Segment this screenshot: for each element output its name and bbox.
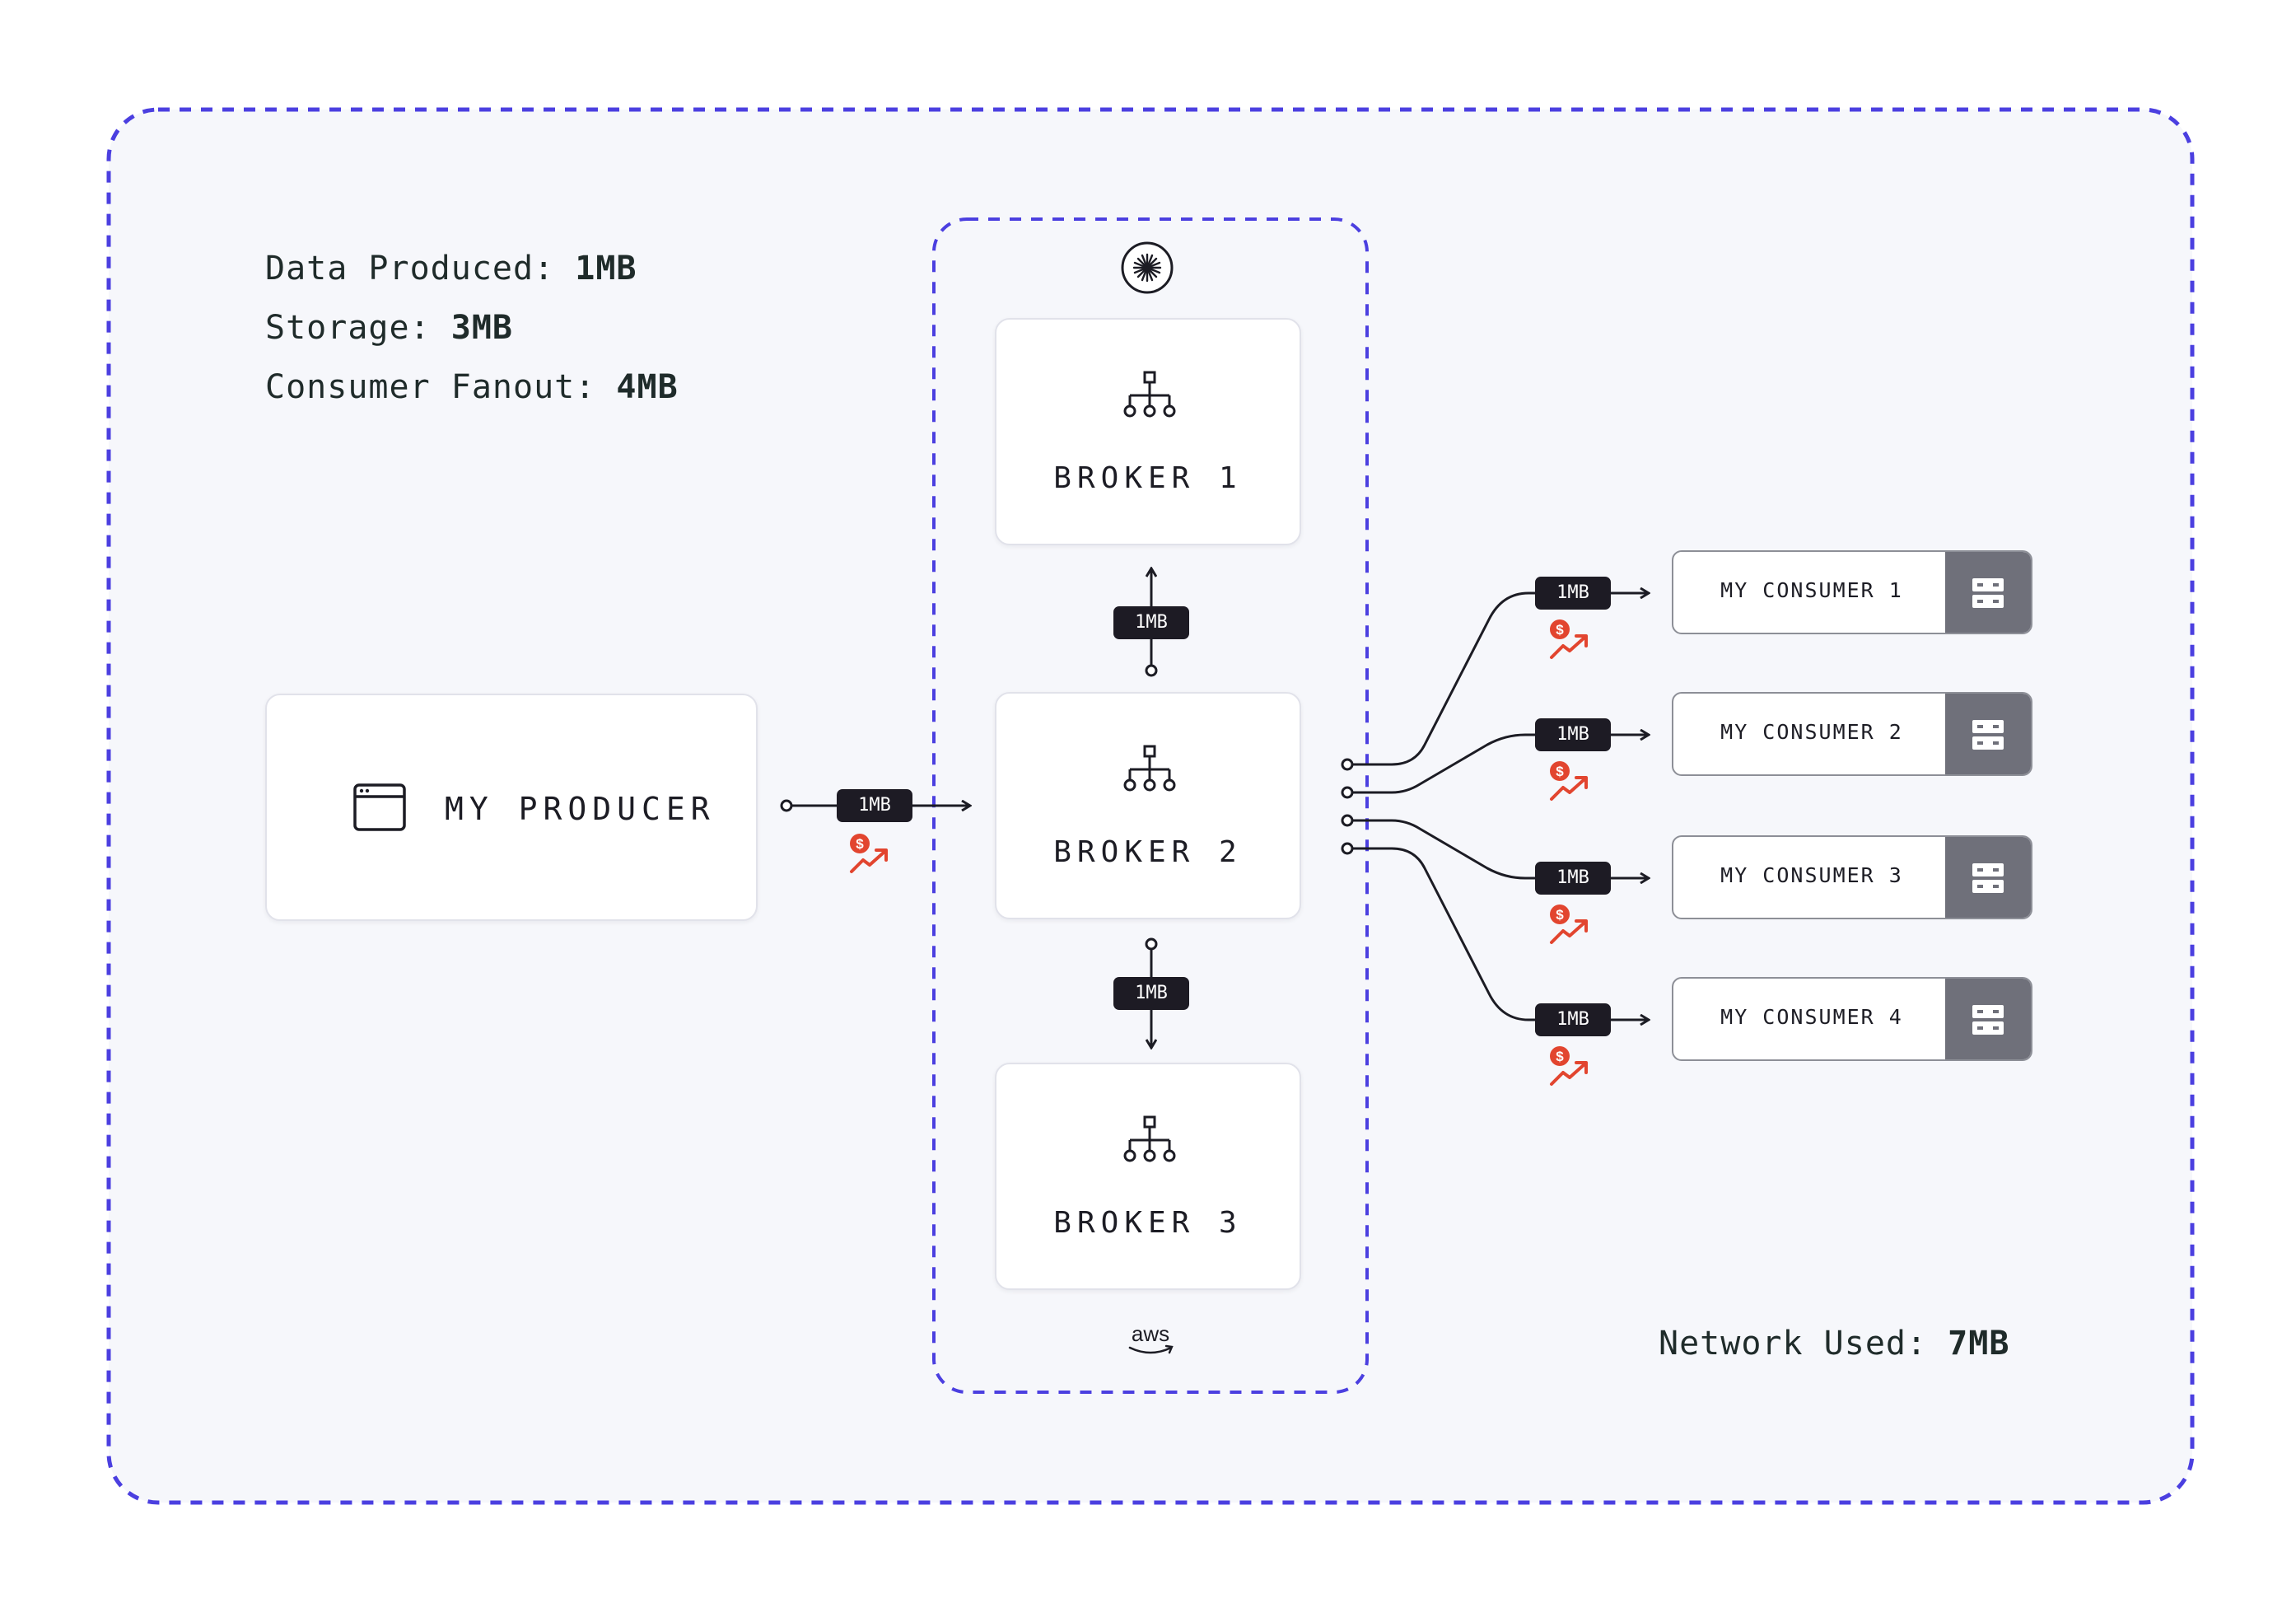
storage-label: Storage:: [265, 309, 431, 347]
flow-tag-consumer-3: 1MB: [1535, 862, 1611, 895]
broker-card-3[interactable]: BROKER 3: [995, 1063, 1301, 1290]
aws-logo-text: aws: [1132, 1321, 1169, 1346]
browser-window-icon: [353, 783, 406, 831]
server-icon: [1972, 578, 2004, 608]
outer-region-border: [106, 107, 2195, 1505]
broker-label: BROKER 1: [1053, 461, 1243, 495]
producer-card[interactable]: MY PRODUCER: [265, 694, 758, 921]
aws-logo-icon: aws: [1128, 1321, 1174, 1354]
server-icon: [1972, 863, 2004, 893]
consumer-label: MY CONSUMER 3: [1720, 863, 1903, 887]
network-used-stat: Network Used: 7MB: [1659, 1325, 2009, 1363]
flow-tag-broker1: 1MB: [1113, 606, 1189, 639]
consumer-fanout-stat: Consumer Fanout: 4MB: [265, 358, 679, 417]
dollar-trend-icon: $: [1550, 1046, 1588, 1086]
server-icon: [1972, 1005, 2004, 1035]
fanout-connectors: [1351, 593, 1649, 1020]
svg-text:$: $: [856, 836, 864, 852]
hierarchy-icon: [1123, 745, 1176, 792]
consumer-card-1[interactable]: MY CONSUMER 1: [1672, 550, 2032, 634]
dollar-trend-icon: $: [1550, 761, 1588, 801]
producer-label: MY PRODUCER: [445, 791, 716, 827]
confluent-logo-icon: [1121, 241, 1174, 294]
hierarchy-icon: [1123, 1115, 1176, 1162]
consumer-label: MY CONSUMER 2: [1720, 720, 1903, 744]
data-produced-value: 1MB: [575, 250, 637, 287]
server-icon: [1972, 720, 2004, 750]
svg-text:$: $: [1556, 764, 1564, 779]
consumer-icon-panel: [1945, 837, 2031, 918]
network-used-value: 7MB: [1948, 1325, 2010, 1363]
data-produced-label: Data Produced:: [265, 250, 555, 287]
broker-label: BROKER 3: [1053, 1206, 1243, 1240]
fanout-line-3: [1351, 819, 1649, 878]
storage-value: 3MB: [450, 309, 513, 347]
consumer-card-3[interactable]: MY CONSUMER 3: [1672, 835, 2032, 919]
dollar-trend-icon: $: [1550, 904, 1588, 944]
consumer-icon-panel: [1945, 552, 2031, 633]
consumer-card-4[interactable]: MY CONSUMER 4: [1672, 977, 2032, 1061]
stats-panel: Data Produced: 1MB Storage: 3MB Consumer…: [265, 239, 679, 417]
fanout-line-2: [1351, 735, 1649, 794]
data-produced-stat: Data Produced: 1MB: [265, 239, 679, 298]
svg-text:$: $: [1556, 1049, 1564, 1064]
broker-card-2[interactable]: BROKER 2: [995, 692, 1301, 919]
fanout-ports: [1341, 758, 1354, 855]
broker-card-1[interactable]: BROKER 1: [995, 318, 1301, 545]
consumer-icon-panel: [1945, 979, 2031, 1059]
dollar-trend-icon: $: [1550, 619, 1588, 659]
consumer-icon-panel: [1945, 694, 2031, 774]
consumer-fanout-value: 4MB: [616, 368, 679, 406]
consumer-fanout-label: Consumer Fanout:: [265, 368, 596, 406]
flow-tag-consumer-1: 1MB: [1535, 577, 1611, 610]
network-used-label: Network Used:: [1659, 1325, 1928, 1363]
flow-tag-producer: 1MB: [837, 789, 912, 822]
svg-text:$: $: [1556, 622, 1564, 638]
hierarchy-icon: [1123, 371, 1176, 418]
fanout-line-1: [1351, 593, 1649, 766]
consumer-card-2[interactable]: MY CONSUMER 2: [1672, 692, 2032, 776]
storage-stat: Storage: 3MB: [265, 298, 679, 358]
consumer-label: MY CONSUMER 1: [1720, 578, 1903, 602]
svg-text:$: $: [1556, 907, 1564, 923]
flow-tag-consumer-2: 1MB: [1535, 718, 1611, 751]
dollar-trend-icon: $: [850, 834, 888, 873]
flow-tag-consumer-4: 1MB: [1535, 1003, 1611, 1036]
fanout-line-4: [1351, 847, 1649, 1020]
broker-label: BROKER 2: [1053, 835, 1243, 869]
flow-tag-broker3: 1MB: [1113, 977, 1189, 1010]
consumer-label: MY CONSUMER 4: [1720, 1005, 1903, 1029]
